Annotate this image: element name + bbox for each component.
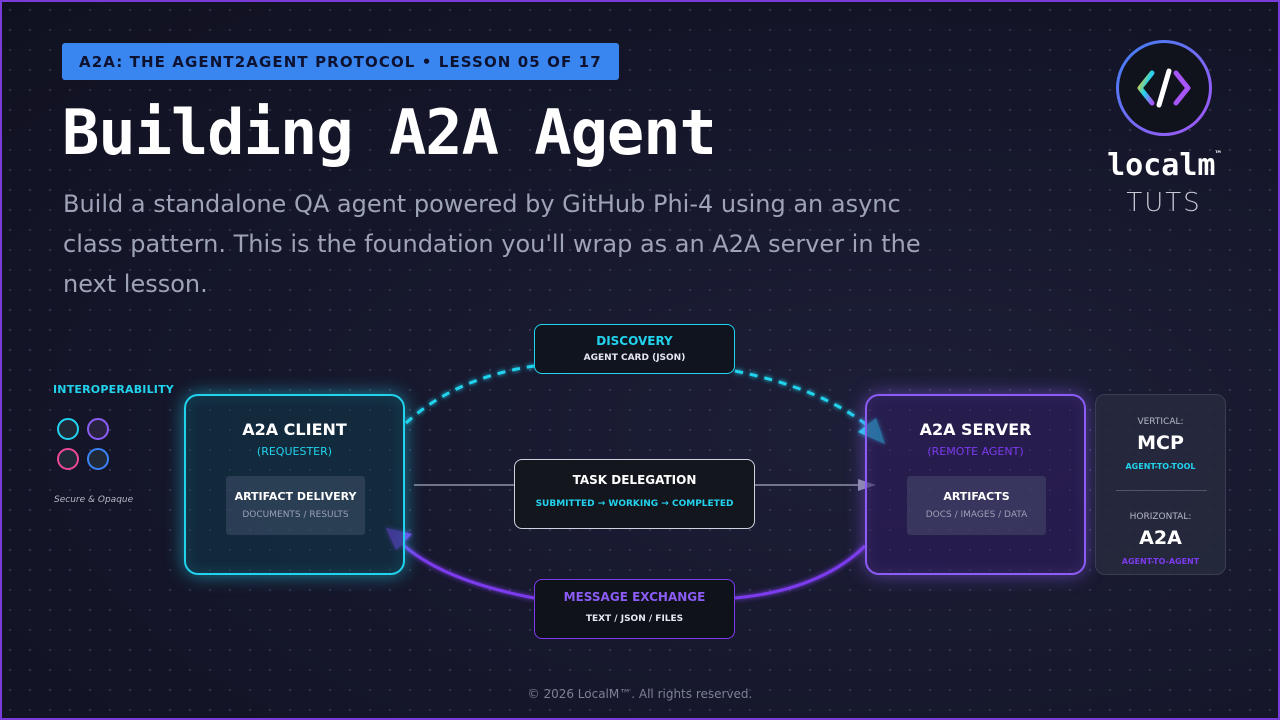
brand-subtitle: TUTS	[1126, 188, 1202, 218]
a2a-client-box: A2A CLIENT (REQUESTER) ARTIFACT DELIVERY…	[184, 394, 405, 575]
client-title: A2A CLIENT	[242, 420, 347, 439]
artifact-delivery-title: ARTIFACT DELIVERY	[234, 490, 357, 503]
copyright-footer: © 2026 LocalM™. All rights reserved.	[527, 687, 753, 701]
message-arrow-end	[398, 540, 535, 600]
server-title: A2A SERVER	[919, 420, 1032, 439]
horizontal-label: HORIZONTAL:	[1129, 512, 1192, 522]
horizontal-tag: AGENT-TO-AGENT	[1121, 557, 1200, 566]
discovery-arrow	[404, 364, 535, 425]
artifacts-title: ARTIFACTS	[943, 490, 1010, 503]
page-subtitle: Build a standalone QA agent powered by G…	[63, 190, 921, 298]
vertical-value: MCP	[1137, 432, 1184, 454]
task-sub: SUBMITTED → WORKING → COMPLETED	[535, 499, 734, 509]
lesson-badge: A2A: THE AGENT2AGENT PROTOCOL • LESSON 0…	[62, 43, 619, 80]
horizontal-value: A2A	[1139, 527, 1182, 549]
artifact-delivery-panel: ARTIFACT DELIVERY DOCUMENTS / RESULTS	[226, 476, 365, 535]
node-circle-blue	[87, 448, 109, 470]
interoperability-nodes	[57, 418, 117, 478]
artifact-delivery-sub: DOCUMENTS / RESULTS	[242, 510, 349, 520]
message-sub: TEXT / JSON / FILES	[585, 614, 684, 624]
node-circle-cyan	[57, 418, 79, 440]
artifacts-panel: ARTIFACTS DOCS / IMAGES / DATA	[907, 476, 1046, 535]
node-circle-pink	[57, 448, 79, 470]
brand-name: localm™	[1107, 148, 1221, 183]
message-title: MESSAGE EXCHANGE	[563, 590, 706, 604]
discovery-sub: AGENT CARD (JSON)	[583, 353, 686, 363]
interoperability-caption: Secure & Opaque	[54, 495, 134, 505]
message-exchange-box: MESSAGE EXCHANGE TEXT / JSON / FILES	[534, 579, 735, 639]
vertical-tag: AGENT-TO-TOOL	[1125, 462, 1196, 471]
task-title: TASK DELEGATION	[572, 473, 697, 487]
panel-divider	[1116, 490, 1207, 491]
brand-logo	[1116, 40, 1212, 136]
discovery-title: DISCOVERY	[596, 334, 673, 348]
discovery-box: DISCOVERY AGENT CARD (JSON)	[534, 324, 735, 374]
protocol-comparison-panel: VERTICAL: MCP AGENT-TO-TOOL HORIZONTAL: …	[1095, 394, 1226, 575]
artifacts-sub: DOCS / IMAGES / DATA	[925, 510, 1028, 520]
code-brackets-icon	[1137, 68, 1191, 108]
a2a-server-box: A2A SERVER (REMOTE AGENT) ARTIFACTS DOCS…	[865, 394, 1086, 575]
interoperability-label: INTEROPERABILITY	[53, 383, 174, 396]
node-circle-purple	[87, 418, 109, 440]
server-subtitle: (REMOTE AGENT)	[927, 445, 1024, 458]
task-delegation-box: TASK DELEGATION SUBMITTED → WORKING → CO…	[514, 459, 755, 529]
discovery-arrow-end	[734, 369, 869, 428]
client-subtitle: (REQUESTER)	[256, 445, 333, 458]
vertical-label: VERTICAL:	[1137, 417, 1184, 427]
page-title: Building A2A Agent	[62, 96, 717, 169]
message-arrow	[734, 544, 867, 600]
